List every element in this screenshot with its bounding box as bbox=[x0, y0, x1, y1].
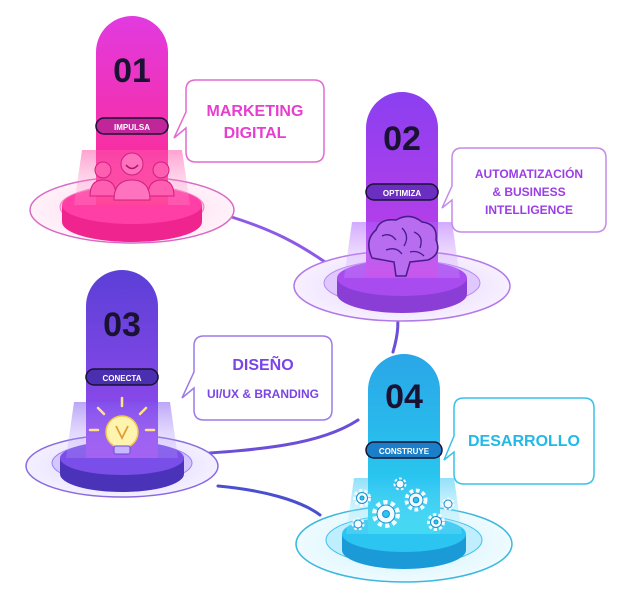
step-02-title-line-2: & BUSINESS bbox=[492, 185, 565, 199]
step-03-title-line-1: DISEÑO bbox=[232, 354, 293, 374]
step-02-badge-bg bbox=[365, 183, 439, 201]
step-01-badge: IMPULSA bbox=[114, 123, 150, 132]
step-02-badge: OPTIMIZA bbox=[383, 189, 421, 198]
step-02-callout bbox=[441, 147, 607, 233]
step-04: 04 CONSTRUYE bbox=[295, 354, 595, 583]
step-02-title-line-3: INTELLIGENCE bbox=[485, 203, 573, 217]
step-03-badge: CONECTA bbox=[103, 374, 142, 383]
step-03-number: 03 bbox=[103, 306, 141, 344]
step-04-number: 04 bbox=[385, 378, 423, 416]
step-01-callout bbox=[173, 79, 325, 163]
step-01: 01 IMPULSA MARKETING DIGITAL bbox=[29, 16, 325, 244]
step-02-number: 02 bbox=[383, 120, 421, 158]
connector-4-3 bbox=[178, 418, 360, 457]
step-01-badge-bg bbox=[95, 117, 169, 135]
step-01-title-line-2: DIGITAL bbox=[224, 125, 287, 142]
people-icon bbox=[89, 152, 175, 201]
connector-1-2 bbox=[223, 213, 327, 264]
step-03-badge-bg bbox=[85, 368, 159, 386]
step-03: 03 CONECTA DISEÑO UI/UX & BRANDING bbox=[25, 270, 333, 498]
step-03-title-line-2: UI/UX & BRANDING bbox=[207, 387, 319, 401]
step-03-callout bbox=[181, 335, 333, 421]
gears-icon bbox=[351, 477, 455, 531]
step-02-title-line-1: AUTOMATIZACIÓN bbox=[475, 166, 583, 181]
step-04-badge: CONSTRUYE bbox=[379, 447, 430, 456]
connector-3-4b bbox=[216, 484, 322, 517]
step-01-number: 01 bbox=[113, 52, 151, 90]
lightbulb-icon bbox=[88, 396, 156, 455]
step-01-title-line-1: MARKETING bbox=[207, 103, 304, 120]
step-04-badge-bg bbox=[365, 441, 443, 459]
step-04-title-line-1: DESARROLLO bbox=[468, 433, 580, 450]
brain-icon bbox=[368, 215, 439, 277]
step-04-callout bbox=[443, 397, 595, 485]
step-02: 02 OPTIMIZA AUTOMATIZACIÓN & BUSINESS IN… bbox=[293, 92, 607, 322]
